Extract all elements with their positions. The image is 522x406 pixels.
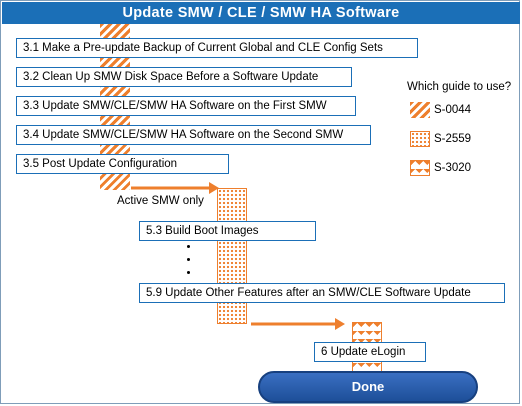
step-3-1[interactable]: 3.1 Make a Pre-update Backup of Current … [16, 38, 418, 58]
step-3-2[interactable]: 3.2 Clean Up SMW Disk Space Before a Sof… [16, 67, 352, 87]
done-terminal[interactable]: Done [258, 371, 478, 403]
legend-heading: Which guide to use? [407, 81, 512, 93]
step-5-3[interactable]: 5.3 Build Boot Images [139, 221, 316, 241]
step-5-9[interactable]: 5.9 Update Other Features after an SMW/C… [139, 283, 505, 303]
step-3-5[interactable]: 3.5 Post Update Configuration [16, 154, 229, 174]
arrow-to-elogin [251, 318, 345, 330]
legend-swatch-s-0044 [410, 102, 430, 118]
active-smw-note: Active SMW only [117, 195, 204, 207]
legend-label-s-2559: S-2559 [434, 133, 472, 145]
ellipsis-dot [187, 258, 190, 261]
diagram-title: Update SMW / CLE / SMW HA Software [2, 2, 520, 24]
legend-swatch-s-3020 [410, 160, 430, 176]
legend-swatch-s-2559 [410, 131, 430, 147]
arrow-to-active-smw [131, 182, 219, 194]
step-3-4[interactable]: 3.4 Update SMW/CLE/SMW HA Software on th… [16, 125, 371, 145]
s-2559-bar [217, 188, 247, 324]
legend-label-s-0044: S-0044 [434, 104, 472, 116]
ellipsis-dot [187, 245, 190, 248]
ellipsis-dot [187, 271, 190, 274]
legend-label-s-3020: S-3020 [434, 162, 472, 174]
step-6[interactable]: 6 Update eLogin [314, 342, 426, 362]
step-3-3[interactable]: 3.3 Update SMW/CLE/SMW HA Software on th… [16, 96, 356, 116]
